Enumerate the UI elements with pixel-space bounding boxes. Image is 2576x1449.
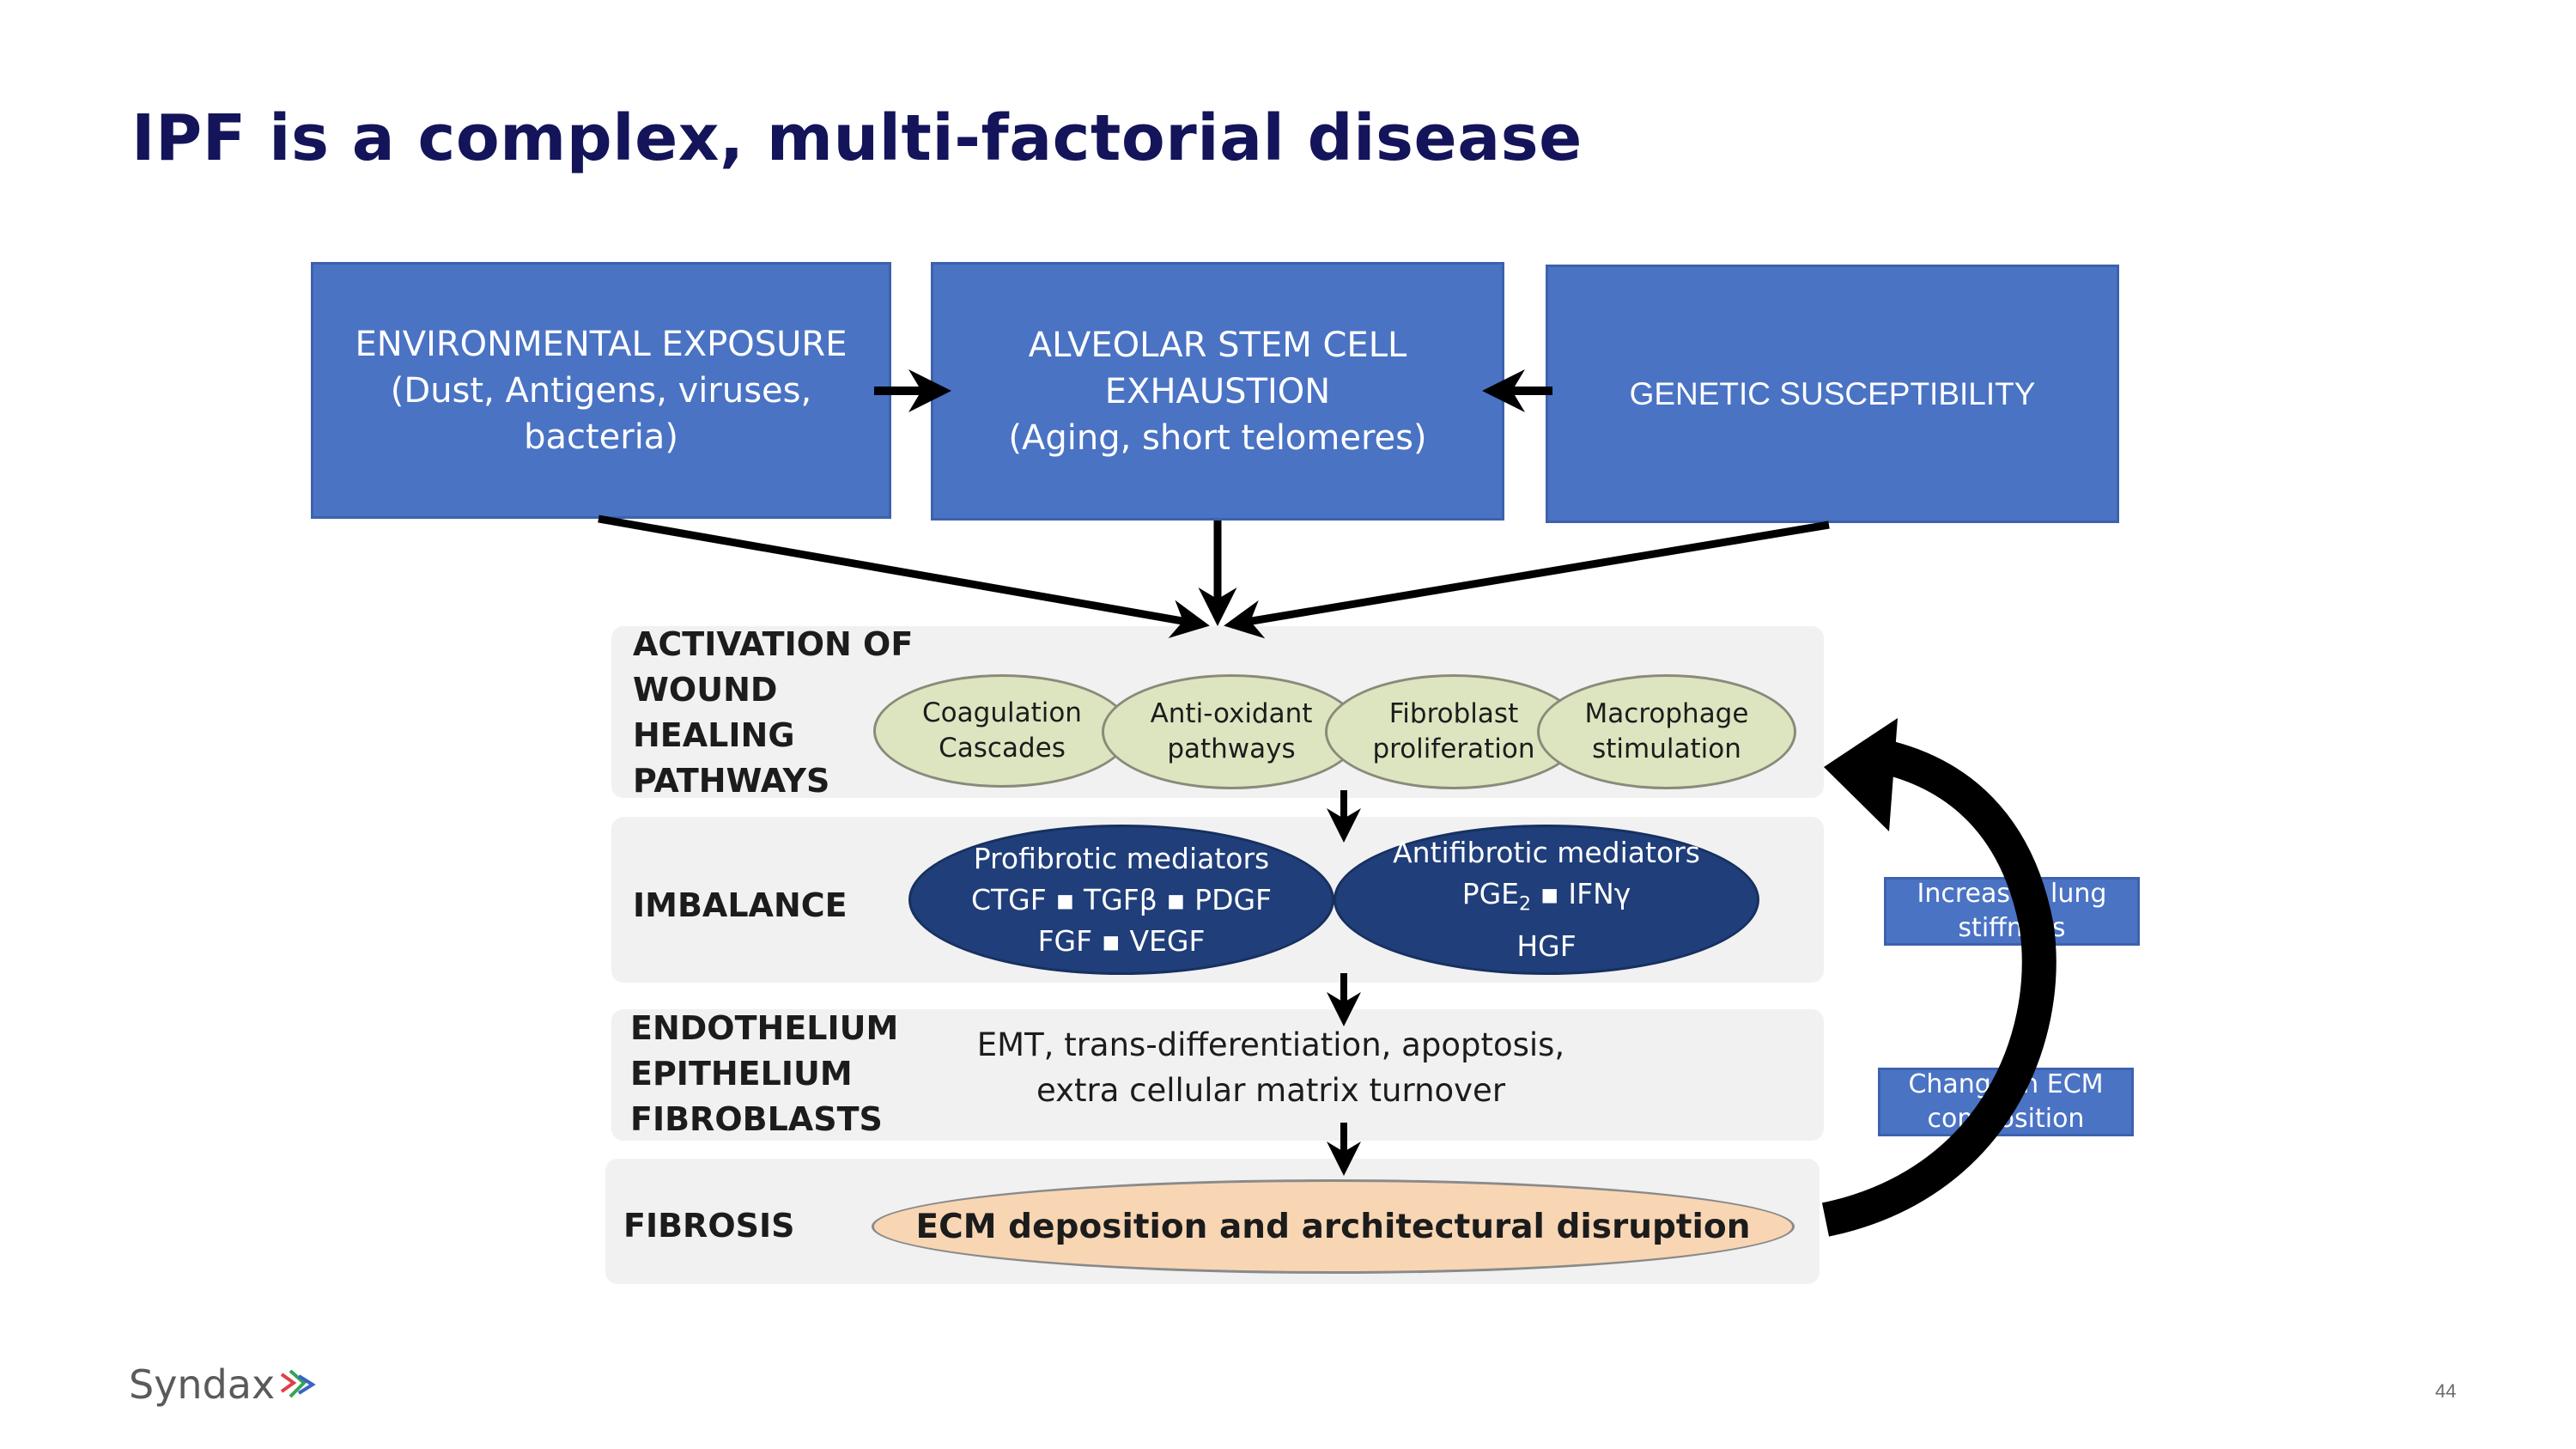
antifibrotic-pge: PGE [1461,877,1520,911]
arrow-genetic-to-activation [1224,521,1830,639]
endothelium-row-band [611,1009,1824,1141]
genetic-susceptibility-title: GENETIC SUSCEPTIBILITY [1629,375,2036,411]
imbalance-row-label: IMBALANCE [633,886,848,924]
syndax-logo-text: Syndax [129,1361,276,1408]
endothelium-row-label: ENDOTHELIUM EPITHELIUM FIBROBLASTS [630,1009,899,1138]
profibrotic-title: Profibrotic mediators [973,841,1270,875]
change-in-ecm-composition-box: Change in ECM composition [1878,1068,2134,1136]
pathway-fibroblast-proliferation: Fibroblast proliferation [1325,674,1583,789]
pathway-macrophage-stimulation: Macrophage stimulation [1537,674,1796,789]
antifibrotic-line2: HGF [1516,928,1577,963]
slide-title: IPF is a complex, multi-factorial diseas… [131,101,1583,175]
arrow-env-to-activation [598,514,1210,638]
endothelium-process-text: EMT, trans-differentiation, apoptosis, e… [976,1026,1565,1109]
antifibrotic-mediators-ellipse: Antifibrotic mediators PGE2 ▪ IFNγ HGF [1334,825,1759,975]
feedback-curve-arrow [1821,739,2057,1237]
feedback-arrowhead [1824,718,1898,831]
antifibrotic-ifn: ▪ IFNγ [1531,877,1631,911]
environmental-exposure-title: ENVIRONMENTAL EXPOSURE [355,324,848,364]
profibrotic-line2: FGF ▪ VEGF [1037,923,1206,958]
alveolar-stem-cell-box: ALVEOLAR STEM CELL EXHAUSTION (Aging, sh… [931,262,1504,521]
increased-lung-stiffness-box: Increased lung stiffness [1884,877,2140,946]
ecm-deposition-ellipse: ECM deposition and architectural disrupt… [872,1179,1795,1274]
activation-row-label: ACTIVATION OF WOUND HEALING PATHWAYS [633,625,914,800]
alveolar-title-line1: ALVEOLAR STEM CELL [1028,325,1407,365]
profibrotic-line1: CTGF ▪ TGFβ ▪ PDGF [970,882,1273,916]
pathway-coagulation-cascades: Coagulation Cascades [873,674,1131,788]
environmental-exposure-box: ENVIRONMENTAL EXPOSURE (Dust, Antigens, … [311,262,891,519]
profibrotic-mediators-ellipse: Profibrotic mediators CTGF ▪ TGFβ ▪ PDGF… [908,825,1334,975]
genetic-susceptibility-box: GENETIC SUSCEPTIBILITY [1546,265,2119,523]
page-number: 44 [2435,1380,2457,1402]
syndax-logo: Syndax [129,1361,316,1408]
alveolar-title-line2: EXHAUSTION [1104,371,1331,411]
pathway-anti-oxidant: Anti-oxidant pathways [1102,674,1361,789]
ecm-deposition-text: ECM deposition and architectural disrupt… [915,1207,1751,1246]
antifibrotic-line1: PGE2 ▪ IFNγ [1462,874,1631,926]
antifibrotic-title: Antifibrotic mediators [1393,836,1700,870]
syndax-logo-mark-icon [281,1369,316,1398]
environmental-exposure-detail: (Dust, Antigens, viruses, bacteria) [390,370,812,457]
fibrosis-row-label: FIBROSIS [623,1207,795,1245]
antifibrotic-pge-subscript: 2 [1519,893,1532,916]
alveolar-detail: (Aging, short telomeres) [1008,417,1427,458]
